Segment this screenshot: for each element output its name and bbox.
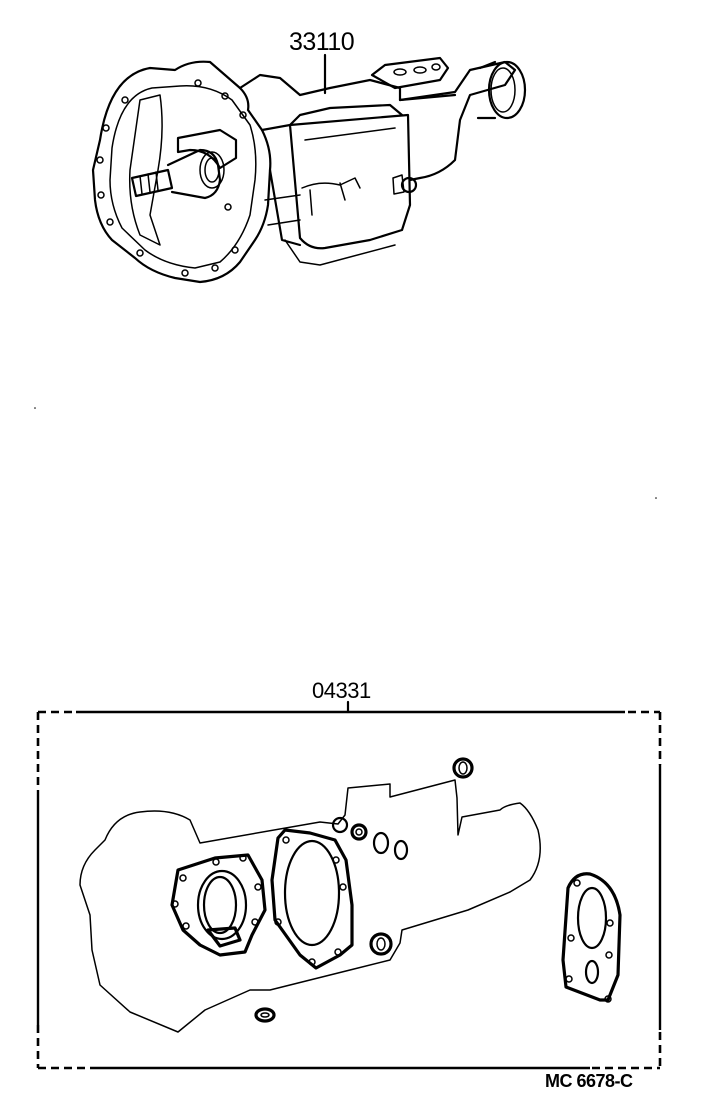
- illustration-reference-code: MC 6678-C: [545, 1071, 633, 1091]
- part-number-33110-label: 33110: [289, 28, 355, 56]
- oil-seal-small-top[interactable]: [452, 757, 474, 779]
- flange-bolt-holes: [96, 79, 247, 277]
- release-bearing-hub: [176, 128, 238, 170]
- extension-housing: [398, 60, 517, 182]
- o-ring-1[interactable]: [350, 823, 368, 841]
- scan-speck: [655, 497, 657, 499]
- o-ring-2[interactable]: [372, 831, 390, 855]
- shift-lever-retainer: [370, 56, 450, 90]
- bell-housing-cavity: [128, 94, 163, 246]
- rear-output-flange: [476, 60, 527, 120]
- case-top-edge: [238, 73, 457, 102]
- input-shaft: [130, 128, 238, 200]
- transmission-phantom-outline: [79, 779, 541, 1033]
- case-top-ridge: [260, 103, 404, 132]
- oil-seal-lower[interactable]: [369, 932, 393, 956]
- case-boss: [301, 177, 361, 189]
- side-plug: [392, 174, 418, 195]
- intermediate-plate: [268, 168, 302, 247]
- front-bearing-retainer[interactable]: [170, 853, 267, 957]
- o-ring-3[interactable]: [393, 839, 409, 861]
- drain-plug-gasket[interactable]: [254, 1007, 276, 1023]
- extension-housing-gasket[interactable]: [561, 872, 622, 1003]
- oil-seal-upper[interactable]: [331, 816, 349, 834]
- front-case-gasket[interactable]: [270, 828, 354, 970]
- scan-speck: [34, 407, 36, 409]
- bell-housing-flange: [91, 60, 272, 284]
- main-case-box: [288, 113, 412, 250]
- transmission-assembly-illustration[interactable]: [91, 53, 527, 284]
- part-number-04331-label: 04331: [312, 678, 371, 703]
- bell-housing-inner-rim: [109, 85, 257, 269]
- gasket-kit-group-frame: [36, 700, 662, 1070]
